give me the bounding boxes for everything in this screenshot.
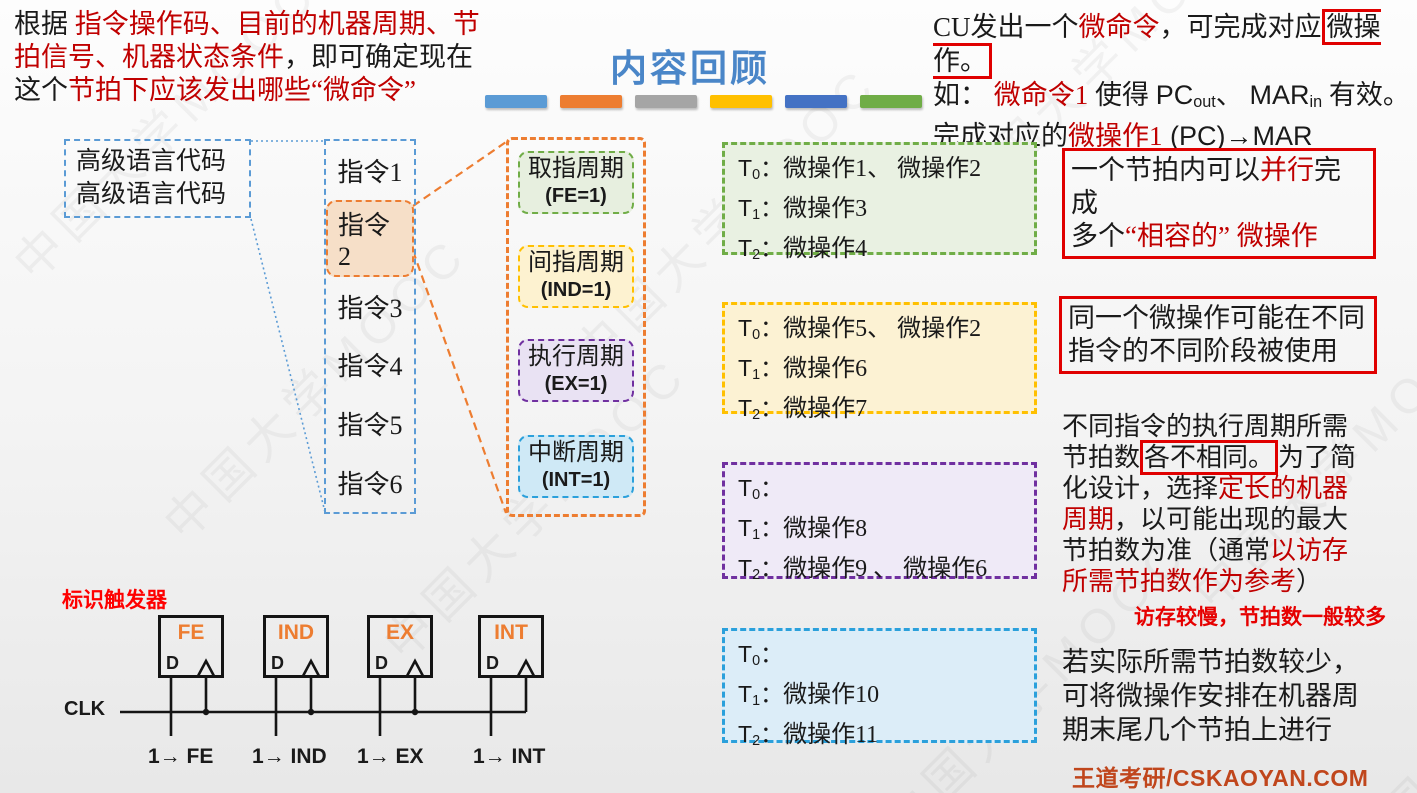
instruction-item-1: 指令1	[337, 157, 403, 187]
intro-text: 根据 指令操作码、目前的机器周期、节 拍信号、机器状态条件，即可确定现在 这个节…	[14, 8, 488, 107]
instruction-item-5: 指令5	[337, 411, 403, 441]
para-fixed-machine-cycle: 不同指令的执行周期所需 节拍数各不相同。为了简 化设计，选择定长的机器 周期，以…	[1062, 412, 1357, 596]
watermark-text: 中国大学MOOC	[154, 226, 479, 551]
clk-label: CLK	[64, 698, 106, 720]
cycle-panel: 取指周期 (FE=1) 间指周期 (IND=1) 执行周期 (EX=1) 中断周…	[506, 137, 646, 517]
page-title: 内容回顾	[610, 49, 770, 90]
cycle-fetch: 取指周期 (FE=1)	[518, 151, 634, 214]
set-signal-fe: 1→ FE	[148, 745, 214, 768]
highlight-box-micro-op: 微操作。	[933, 9, 1381, 79]
cu-description: CU发出一个微命令，可完成对应微操作。 如： 微命令1 使得 PCout、 MA…	[933, 9, 1417, 153]
divider-bar	[785, 95, 847, 108]
para-tail-ticks: 若实际所需节拍数较少， 可将微操作安排在机器周 期末尾几个节拍上进行	[1062, 647, 1359, 745]
intro-line-3: 这个节拍下应该发出哪些“微命令”	[14, 75, 416, 105]
d-input-label: D	[271, 653, 284, 673]
footer-brand: 王道考研/CSKAOYAN.COM	[1072, 765, 1369, 791]
cu-line-2: 如： 微命令1 使得 PCout、 MARin 有效。	[933, 80, 1410, 112]
set-signal-int: 1→ INT	[473, 745, 546, 768]
d-input-label: D	[375, 653, 388, 673]
instruction-item-2-highlighted: 指令2	[326, 199, 414, 277]
trigger-flipflop-label: 标识触发器	[62, 589, 167, 612]
instruction-list: 指令1 指令2 指令3 指令4 指令5 指令6	[324, 139, 416, 514]
code-box: 高级语言代码 高级语言代码	[64, 139, 251, 218]
cycle-execute: 执行周期 (EX=1)	[518, 339, 634, 402]
divider-bar	[560, 95, 622, 108]
code-to-instruction-connectors	[250, 140, 326, 513]
divider-bar	[860, 95, 922, 108]
intro-line-2: 拍信号、机器状态条件，即可确定现在	[14, 42, 473, 72]
code-line: 高级语言代码	[76, 148, 227, 175]
tick-box-execute: T0： T1：微操作8 T2：微操作9 、 微操作6	[722, 462, 1037, 583]
tick-box-fetch: T0：微操作1、 微操作2 T1：微操作3 T2：微操作4	[722, 142, 1037, 263]
instruction2-to-cycles-connectors	[411, 141, 508, 514]
instruction-item-3: 指令3	[337, 293, 403, 323]
divider-bar	[635, 95, 697, 108]
intro-line-1: 根据 指令操作码、目前的机器周期、节	[14, 9, 480, 39]
d-input-label: D	[486, 653, 499, 673]
d-input-label: D	[166, 653, 179, 673]
flipflop-ind: IND D	[263, 615, 329, 678]
memory-access-note: 访存较慢，节拍数一般较多	[1134, 606, 1386, 629]
set-signal-ind: 1→ IND	[252, 745, 327, 768]
divider-bar	[485, 95, 547, 108]
set-signal-ex: 1→ EX	[357, 745, 424, 768]
clk-junction-dots	[202, 708, 419, 716]
divider-bar	[710, 95, 772, 108]
instruction-2-highlight: 指令2	[326, 199, 414, 277]
instruction-item-6: 指令6	[337, 470, 403, 500]
instruction-item-4: 指令4	[337, 352, 403, 382]
cycle-indirect: 间指周期 (IND=1)	[518, 245, 634, 308]
section-divider-bars	[485, 95, 922, 108]
highlight-box-differs: 各不相同。	[1140, 440, 1279, 475]
tick-box-indirect: T0：微操作5、 微操作2 T1：微操作6 T2：微操作7	[722, 302, 1037, 423]
cycle-interrupt: 中断周期 (INT=1)	[518, 435, 634, 498]
cu-line-1: CU发出一个微命令，可完成对应微操作。	[933, 9, 1417, 79]
tick-box-interrupt: T0： T1：微操作10 T2：微操作11	[722, 628, 1037, 749]
note-parallel-micro-ops: 一个节拍内可以并行完成 多个“相容的” 微操作	[1062, 148, 1376, 259]
flipflop-ex: EX D	[367, 615, 433, 678]
note-micro-op-reuse: 同一个微操作可能在不同 指令的不同阶段被使用	[1059, 296, 1377, 374]
flipflop-fe: FE D	[158, 615, 224, 678]
code-line: 高级语言代码	[76, 181, 227, 208]
flipflop-int: INT D	[478, 615, 544, 678]
